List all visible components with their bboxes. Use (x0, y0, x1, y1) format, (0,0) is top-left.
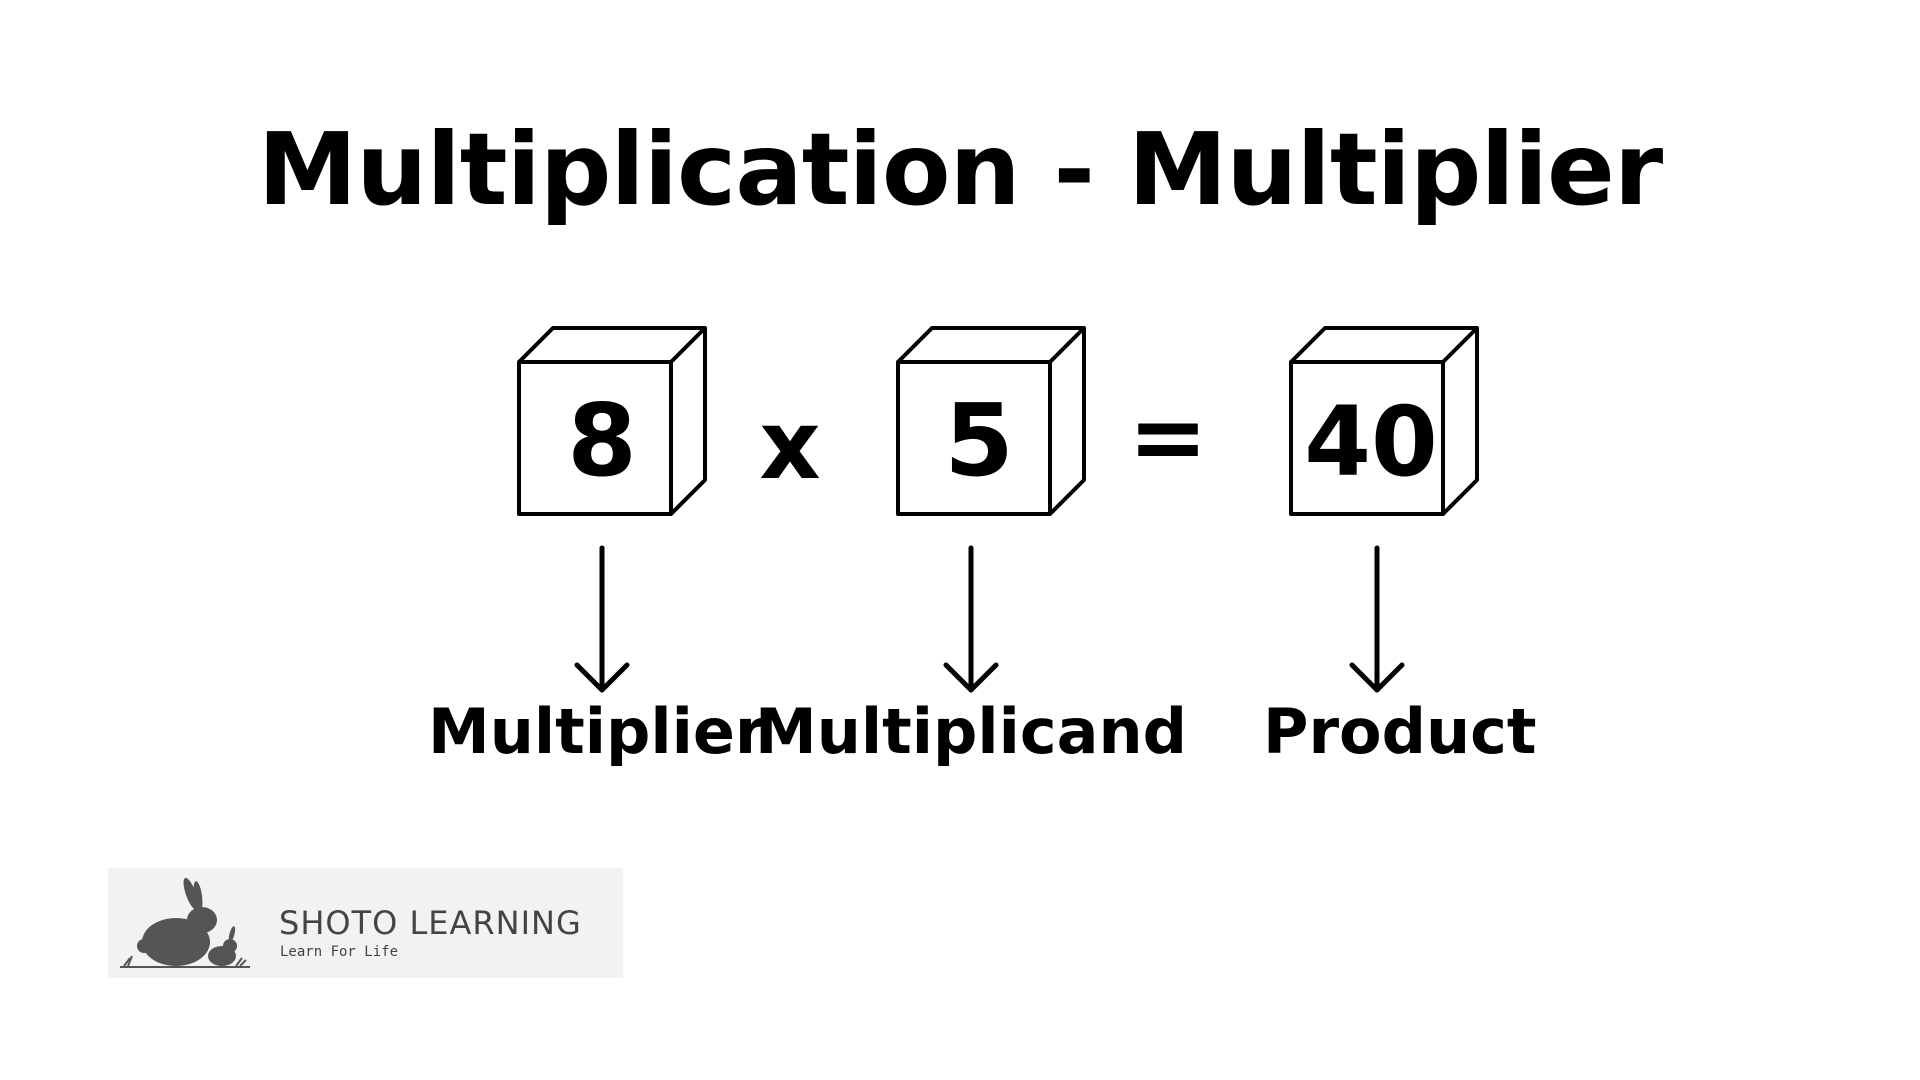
multiplier-value: 8 (567, 382, 637, 499)
multiplier-arrow (574, 545, 630, 693)
rabbit-logo-icon (120, 877, 250, 968)
product-value: 40 (1304, 386, 1438, 498)
brand-logo: SHOTO LEARNING Learn For Life (108, 868, 623, 978)
multiplier-box (517, 326, 707, 516)
multiplier-label: Multiplier (428, 695, 766, 768)
page-title: Multiplication - Multiplier (257, 111, 1663, 228)
product-label: Product (1263, 695, 1537, 768)
multiplicand-label: Multiplicand (755, 695, 1187, 768)
product-box (1289, 326, 1479, 516)
multiplicand-value: 5 (944, 382, 1014, 499)
multiplicand-box (896, 326, 1086, 516)
product-arrow (1349, 545, 1405, 693)
equals-operator: = (1128, 383, 1208, 493)
brand-tagline: Learn For Life (280, 944, 399, 960)
multiplicand-arrow (943, 545, 999, 693)
multiply-operator: x (759, 391, 820, 501)
brand-name: SHOTO LEARNING (279, 904, 582, 942)
